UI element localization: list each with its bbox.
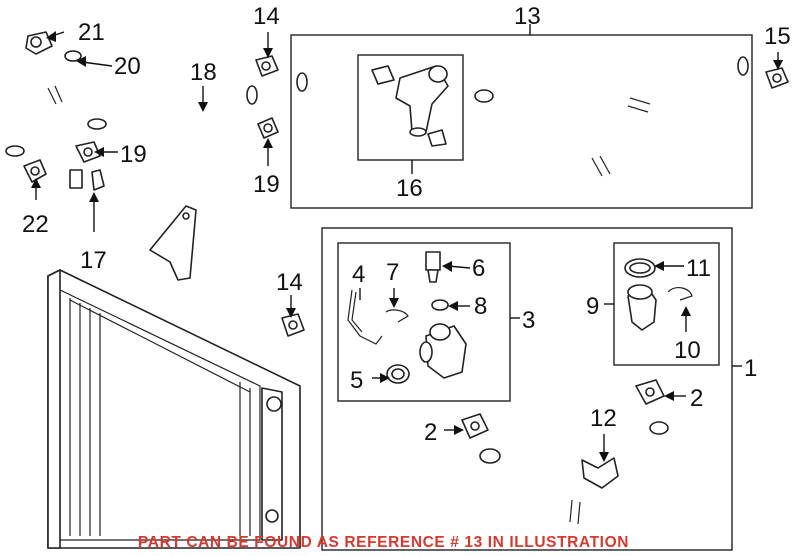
callout-8: 8: [474, 293, 487, 320]
callout-16: 16: [396, 175, 423, 202]
callout-19-left: 19: [120, 141, 147, 168]
radiator: [47, 269, 301, 549]
part-13-long-hose: [474, 56, 751, 177]
callout-2-right: 2: [690, 385, 703, 412]
callout-18: 18: [190, 59, 217, 86]
callout-13: 13: [514, 3, 541, 30]
callout-6: 6: [472, 255, 485, 282]
part-5-seal: [386, 364, 410, 384]
box-3: [337, 242, 511, 402]
part-20-hose: [5, 50, 84, 158]
clamp-19-left: [75, 141, 101, 163]
callout-1: 1: [744, 355, 757, 382]
part-11-ring: [624, 258, 656, 278]
leaders: [31, 24, 783, 462]
clamp-2-right: [635, 379, 665, 405]
clamp-19-right: [257, 117, 279, 139]
part-7-clip: [385, 309, 409, 323]
callout-7: 7: [386, 259, 399, 286]
part-16-connector: [371, 65, 449, 147]
part-17-pipe: [53, 169, 289, 329]
part-4-clip: [347, 289, 383, 345]
callout-9: 9: [586, 293, 599, 320]
callout-2-left: 2: [424, 419, 437, 446]
clamp-14-top: [255, 55, 279, 77]
callout-10: 10: [674, 337, 701, 364]
box-1: [321, 227, 733, 551]
part-8-ring: [431, 299, 449, 311]
callout-21: 21: [78, 19, 105, 46]
box-13: [290, 34, 753, 209]
callout-14-top: 14: [253, 3, 280, 30]
part-1-hose: [479, 421, 685, 528]
part-6-sensor: [425, 251, 441, 283]
callout-14-bottom: 14: [276, 269, 303, 296]
clamp-21: [25, 31, 53, 55]
callout-19-right: 19: [253, 171, 280, 198]
part-9-flange: [627, 284, 657, 331]
footer-note: PART CAN BE FOUND AS REFERENCE # 13 IN I…: [138, 534, 629, 551]
callout-17: 17: [80, 247, 107, 274]
callout-3: 3: [522, 307, 535, 334]
callout-15: 15: [764, 23, 791, 50]
callout-5: 5: [350, 367, 363, 394]
clamp-2-left: [461, 413, 489, 439]
callout-11: 11: [686, 255, 711, 282]
part-12-bracket: [581, 457, 619, 489]
part-10-clip: [667, 287, 693, 301]
callout-20: 20: [114, 53, 141, 80]
box-16: [357, 54, 464, 161]
part-18-hose: [87, 83, 260, 130]
callout-22: 22: [22, 211, 49, 238]
clamp-15: [765, 67, 789, 89]
clamp-14-bottom: [281, 313, 305, 337]
callout-12: 12: [590, 405, 617, 432]
part-3-housing: [419, 323, 467, 379]
clamp-22: [23, 159, 47, 183]
part-13-short-hose: [296, 72, 354, 144]
callout-4: 4: [352, 261, 365, 288]
